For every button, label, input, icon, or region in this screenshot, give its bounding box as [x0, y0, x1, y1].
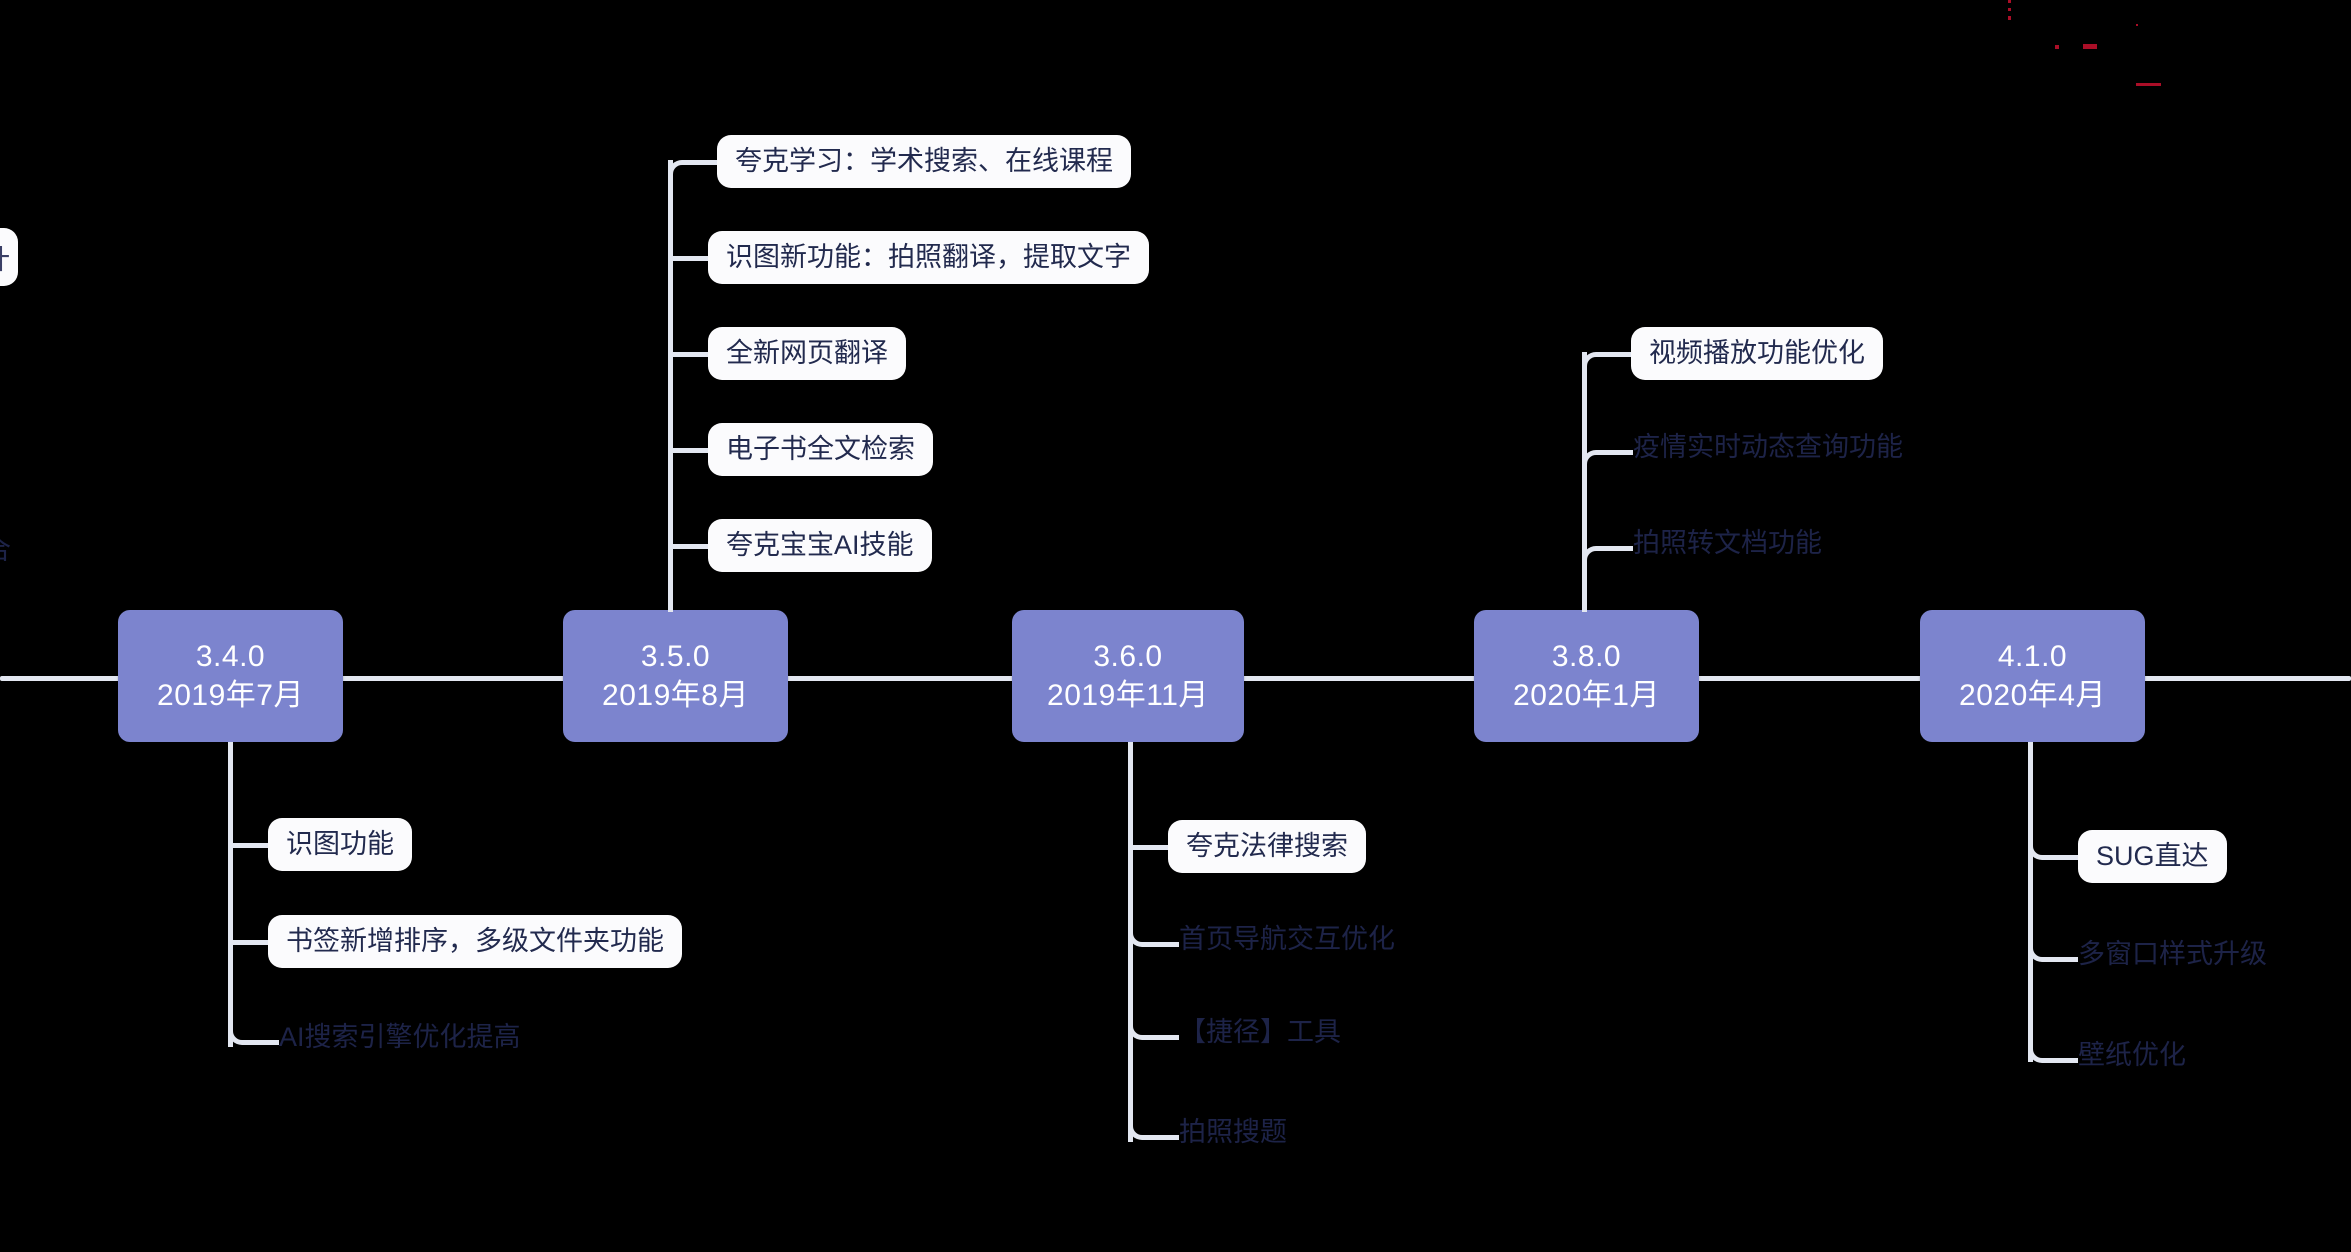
feature-text: 书签新增排序，多级文件夹功能 [286, 926, 664, 956]
branch-arm [233, 940, 268, 945]
corner-artifact [2083, 44, 2097, 49]
feature-text: 疫情实时动态查询功能 [1633, 432, 1903, 462]
feature-text: 【捷径】工具 [1179, 1017, 1341, 1047]
feature-text: 识图新功能：拍照翻译，提取文字 [726, 242, 1131, 272]
milestone-node-3-5-0[interactable]: 3.5.0 2019年8月 [563, 610, 788, 742]
branch-arm [2046, 957, 2078, 962]
branch-arm [673, 256, 708, 261]
feature-label[interactable]: 疫情实时动态查询功能 [1633, 434, 1903, 461]
branch-arm [1601, 352, 1631, 357]
feature-text: AI搜索引擎优化提高 [279, 1022, 521, 1052]
milestone-node-4-1-0[interactable]: 4.1.0 2020年4月 [1920, 610, 2145, 742]
feature-text: 识图功能 [286, 829, 394, 859]
branch-arm [2046, 855, 2078, 860]
milestone-version: 3.5.0 [640, 640, 711, 673]
milestone-version: 4.1.0 [1997, 640, 2068, 673]
branch-arm [1147, 1135, 1179, 1140]
corner-artifact [2055, 45, 2059, 49]
milestone-date: 2019年7月 [157, 679, 304, 712]
branch-arm [1601, 546, 1633, 551]
feature-label[interactable]: 夸克宝宝AI技能 [708, 519, 932, 572]
milestone-node-3-4-0[interactable]: 3.4.0 2019年7月 [118, 610, 343, 742]
branch-elbow [2028, 1008, 2050, 1063]
feature-label[interactable]: AI搜索引擎优化提高 [279, 1024, 521, 1051]
branch-arm [687, 160, 717, 165]
feature-label[interactable]: 多窗口样式升级 [2078, 941, 2267, 968]
branch-arm [1133, 845, 1168, 850]
corner-artifact [2008, 0, 2011, 3]
feature-text: 视频播放功能优化 [1649, 338, 1865, 368]
feature-label[interactable]: 拍照搜题 [1179, 1119, 1287, 1146]
branch-trunk-3-5-0 [668, 160, 673, 612]
branch-elbow [1582, 352, 1606, 394]
branch-arm [1147, 1035, 1179, 1040]
branch-arm [247, 1040, 279, 1045]
feature-text: 拍照转文档功能 [1633, 528, 1822, 558]
milestone-date: 2020年4月 [1959, 679, 2106, 712]
feature-text: SUG直达 [2096, 841, 2209, 871]
feature-text: 首页导航交互优化 [1179, 924, 1395, 954]
feature-text: 全新网页翻译 [726, 338, 888, 368]
branch-elbow [1582, 450, 1606, 490]
branch-arm [673, 352, 708, 357]
corner-artifact [2008, 16, 2011, 20]
branch-elbow [1128, 1083, 1152, 1140]
feature-text: 拍照搜题 [1179, 1117, 1287, 1147]
milestone-node-3-6-0[interactable]: 3.6.0 2019年11月 [1012, 610, 1244, 742]
feature-label[interactable]: 电子书全文检索 [708, 423, 933, 476]
feature-text: 电子书全文检索 [726, 434, 915, 464]
branch-elbow [228, 990, 252, 1045]
feature-label[interactable]: 识图新功能：拍照翻译，提取文字 [708, 231, 1149, 284]
feature-label[interactable]: 夸克学习：学术搜索、在线课程 [717, 135, 1131, 188]
feature-text: 多窗口样式升级 [2078, 939, 2267, 969]
feature-label[interactable]: SUG直达 [2078, 830, 2227, 883]
cutoff-text-label: 合 [0, 535, 11, 565]
milestone-date: 2019年8月 [602, 679, 749, 712]
feature-label[interactable]: 夸克法律搜索 [1168, 820, 1366, 873]
feature-label[interactable]: 视频播放功能优化 [1631, 327, 1883, 380]
feature-label[interactable]: 首页导航交互优化 [1179, 926, 1395, 953]
branch-trunk-3-4-0 [228, 742, 233, 1047]
feature-label[interactable]: 识图功能 [268, 818, 412, 871]
feature-label[interactable]: 全新网页翻译 [708, 327, 906, 380]
corner-artifact [2136, 24, 2138, 26]
milestone-date: 2019年11月 [1047, 679, 1209, 712]
cutoff-pill-text: 计 [0, 238, 10, 277]
feature-label[interactable]: 拍照转文档功能 [1633, 530, 1822, 557]
branch-arm [673, 544, 708, 549]
feature-text: 夸克宝宝AI技能 [726, 530, 914, 560]
milestone-date: 2020年1月 [1513, 679, 1660, 712]
cutoff-pill-fragment: 计 [0, 228, 18, 286]
feature-label[interactable]: 【捷径】工具 [1179, 1019, 1341, 1046]
cutoff-text-fragment: 合 [0, 528, 14, 568]
feature-label[interactable]: 壁纸优化 [2078, 1042, 2186, 1069]
branch-elbow [1128, 990, 1152, 1040]
branch-elbow [668, 160, 692, 202]
feature-text: 夸克法律搜索 [1186, 831, 1348, 861]
milestone-version: 3.4.0 [195, 640, 266, 673]
branch-arm [673, 448, 708, 453]
milestone-node-3-8-0[interactable]: 3.8.0 2020年1月 [1474, 610, 1699, 742]
milestone-version: 3.8.0 [1551, 640, 1622, 673]
branch-elbow [228, 800, 248, 848]
corner-artifact [2136, 83, 2161, 86]
branch-arm [2046, 1058, 2078, 1063]
branch-elbow [2028, 812, 2050, 860]
feature-label[interactable]: 书签新增排序，多级文件夹功能 [268, 915, 682, 968]
feature-text: 夸克学习：学术搜索、在线课程 [735, 146, 1113, 176]
feature-text: 壁纸优化 [2078, 1040, 2186, 1070]
milestone-version: 3.6.0 [1093, 640, 1163, 673]
branch-arm [1601, 450, 1633, 455]
branch-arm [233, 843, 268, 848]
branch-elbow [1128, 895, 1152, 947]
corner-artifact [2008, 8, 2011, 11]
branch-elbow [1582, 546, 1606, 586]
branch-trunk-4-1-0 [2028, 742, 2033, 1062]
branch-arm [1147, 942, 1179, 947]
branch-elbow [2028, 910, 2050, 962]
